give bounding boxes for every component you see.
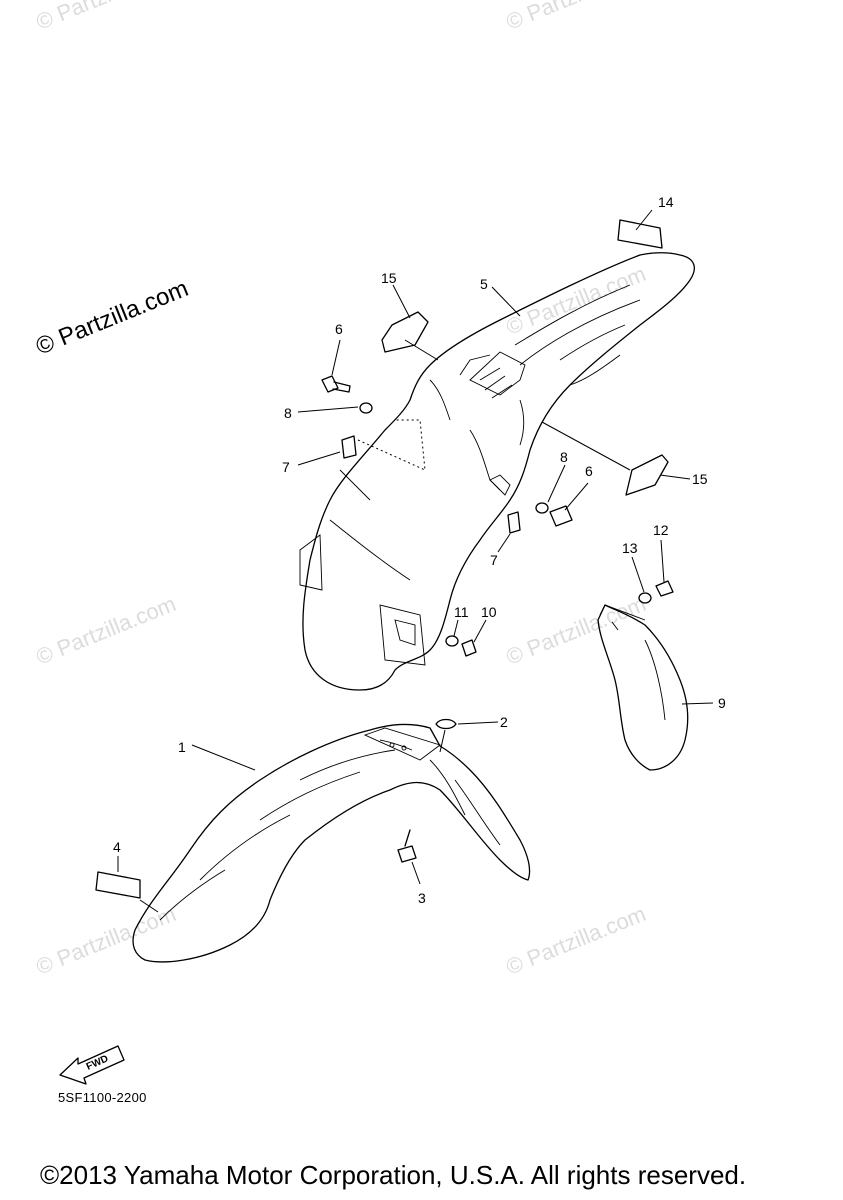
washer-13 bbox=[638, 592, 652, 604]
bolt-12 bbox=[655, 580, 674, 597]
watermark: © Partzilla.com bbox=[33, 0, 180, 35]
mud-flap bbox=[597, 604, 689, 771]
watermark: © Partzilla.com bbox=[503, 901, 650, 980]
callout-8-left: 8 bbox=[284, 405, 292, 421]
callout-15-right: 15 bbox=[692, 471, 708, 487]
callout-3: 3 bbox=[418, 890, 426, 906]
callout-2: 2 bbox=[500, 714, 508, 730]
fwd-arrow-icon: FWD bbox=[59, 1045, 125, 1085]
callout-6-left: 6 bbox=[335, 321, 343, 337]
hidden-outline bbox=[357, 419, 426, 471]
rear-fender bbox=[299, 252, 695, 691]
callout-14: 14 bbox=[658, 194, 674, 210]
callout-4: 4 bbox=[113, 839, 121, 855]
watermark: © Partzilla.com bbox=[33, 591, 180, 670]
washer-11 bbox=[445, 635, 459, 647]
callout-12: 12 bbox=[653, 522, 669, 538]
bolt-6-left bbox=[321, 375, 351, 393]
callout-6-right: 6 bbox=[585, 463, 593, 479]
decal-15-left bbox=[381, 311, 429, 353]
callout-10: 10 bbox=[481, 604, 497, 620]
callout-9: 9 bbox=[718, 695, 726, 711]
callout-13: 13 bbox=[622, 540, 638, 556]
decal-15-right bbox=[625, 454, 669, 496]
callout-5: 5 bbox=[480, 276, 488, 292]
callout-7-right: 7 bbox=[490, 552, 498, 568]
decal-14 bbox=[617, 219, 663, 249]
clip-7-left bbox=[341, 435, 357, 459]
bolt-6-right bbox=[549, 505, 573, 527]
watermark: © Partzilla.com bbox=[503, 0, 650, 35]
clip-7-right bbox=[507, 511, 521, 534]
decal-4 bbox=[95, 871, 141, 899]
washer-2 bbox=[435, 718, 457, 730]
washer-8-left bbox=[359, 402, 373, 414]
watermark: © Partzilla.com bbox=[503, 591, 650, 670]
front-fender bbox=[132, 723, 531, 963]
callout-1: 1 bbox=[178, 739, 186, 755]
background-watermarks: © Partzilla.com © Partzilla.com © Partzi… bbox=[33, 0, 650, 980]
watermark: © Partzilla.com bbox=[503, 261, 650, 340]
diagram-code: 5SF1100-2200 bbox=[58, 1090, 147, 1105]
washer-8-right bbox=[535, 502, 549, 514]
leader-lines bbox=[117, 209, 714, 913]
callout-8-right: 8 bbox=[560, 449, 568, 465]
bolt-3 bbox=[397, 829, 417, 863]
callout-labels: 1 2 3 4 5 6 6 7 7 8 8 9 10 11 12 13 14 1… bbox=[113, 194, 726, 906]
fwd-label: FWD bbox=[85, 1053, 110, 1072]
bolt-10 bbox=[461, 639, 477, 657]
main-watermark: © Partzilla.com bbox=[32, 275, 192, 361]
callout-7-left: 7 bbox=[282, 459, 290, 475]
callout-15-left: 15 bbox=[381, 270, 397, 286]
copyright-notice: ©2013 Yamaha Motor Corporation, U.S.A. A… bbox=[40, 1160, 747, 1190]
watermark: © Partzilla.com bbox=[33, 901, 180, 980]
callout-11: 11 bbox=[454, 604, 469, 620]
